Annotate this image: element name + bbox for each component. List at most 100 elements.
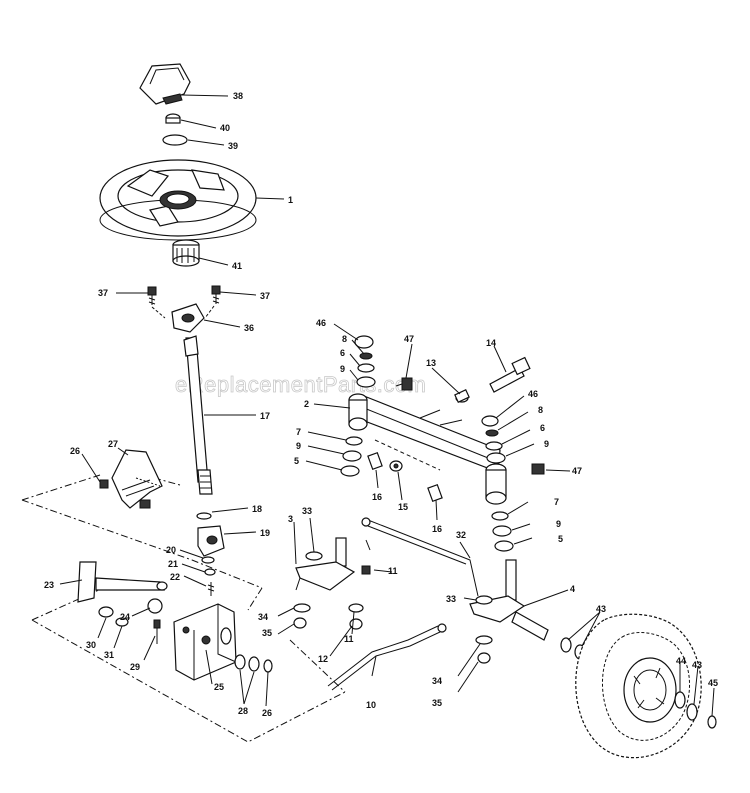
callout-47-right: 47 (572, 466, 582, 476)
callout-35-right: 35 (432, 698, 442, 708)
screw-22 (207, 582, 215, 596)
spacer-16-left (367, 451, 383, 471)
callout-2: 2 (304, 399, 309, 409)
washer-6-right (485, 441, 503, 451)
callout-44: 44 (676, 656, 686, 666)
callout-8-right: 8 (538, 405, 543, 415)
spacer-16-right (427, 483, 443, 503)
cap-46-right (481, 415, 499, 427)
bracket-23 (77, 561, 168, 603)
callout-9d-right: 9 (556, 519, 561, 529)
subassembly-frame (21, 469, 346, 743)
callout-9-left: 9 (340, 364, 345, 374)
callout-35-left: 35 (262, 628, 272, 638)
callout-12: 12 (318, 654, 328, 664)
front-wheel-tire (575, 613, 702, 759)
callout-46-left: 46 (316, 318, 326, 328)
callout-15: 15 (398, 502, 408, 512)
callout-7-left: 7 (296, 427, 301, 437)
plate-25 (173, 603, 237, 681)
bolt-11-top (361, 565, 371, 575)
washers-28 (234, 654, 260, 672)
callout-34-right: 34 (432, 676, 442, 686)
callout-36: 36 (244, 323, 254, 333)
steering-wheel-1 (99, 159, 257, 241)
sector-gear-27 (111, 449, 163, 509)
callout-4: 4 (570, 584, 575, 594)
washer-43-a (560, 637, 572, 653)
washer-9-right (486, 452, 506, 464)
washer-7-right (491, 511, 509, 521)
spacer-13 (454, 389, 470, 403)
washer-9b-left (342, 450, 362, 462)
callout-10: 10 (366, 700, 376, 710)
bushing-41 (172, 239, 200, 267)
callout-27: 27 (108, 439, 118, 449)
fitting-26-top (99, 479, 109, 489)
fitting-47-left (395, 377, 413, 391)
callout-labels: 38 40 39 1 41 37 37 36 17 27 26 18 19 20… (44, 91, 718, 718)
washer-7-left (345, 436, 363, 446)
callout-16-right: 16 (432, 524, 442, 534)
bolt-14 (489, 356, 531, 393)
callout-26-bottom: 26 (262, 708, 272, 718)
steering-shaft-17 (183, 335, 213, 495)
callout-6-left: 6 (340, 348, 345, 358)
washer-33-left (305, 551, 323, 561)
tie-rod-32 (361, 517, 479, 597)
callout-24: 24 (120, 612, 130, 622)
callout-23: 23 (44, 580, 54, 590)
washer-30 (98, 606, 114, 618)
nut-15 (389, 460, 403, 472)
bushing-24 (147, 598, 163, 614)
leader-lines (59, 94, 715, 717)
bearing-5-right (494, 540, 514, 552)
callout-21: 21 (168, 559, 178, 569)
callout-41: 41 (232, 261, 242, 271)
callout-47-left: 47 (404, 334, 414, 344)
pinion-19 (197, 525, 225, 557)
callout-40: 40 (220, 123, 230, 133)
drag-link-10 (327, 623, 447, 691)
nut-12 (349, 618, 363, 630)
washer-21 (204, 568, 216, 576)
cap-46-left (354, 335, 374, 349)
washer-11-bottom (348, 603, 364, 613)
spindle-3 (295, 537, 356, 591)
callout-7-right: 7 (554, 497, 559, 507)
callout-32: 32 (456, 530, 466, 540)
callout-26-top: 26 (70, 446, 80, 456)
washer-20 (201, 556, 215, 564)
cap-45 (707, 715, 717, 729)
callout-37-right: 37 (260, 291, 270, 301)
washer-39 (162, 134, 188, 146)
callout-45: 45 (708, 678, 718, 688)
bearing-5-left (340, 465, 360, 477)
washer-6-left (357, 363, 375, 373)
washer-33-right (475, 595, 493, 605)
callout-38: 38 (233, 91, 243, 101)
callout-18: 18 (252, 504, 262, 514)
callout-20: 20 (166, 545, 176, 555)
callout-34-left: 34 (258, 612, 268, 622)
callout-28: 28 (238, 706, 248, 716)
callout-9c-right: 9 (544, 439, 549, 449)
washer-18 (196, 512, 212, 520)
callout-30: 30 (86, 640, 96, 650)
callout-33-right: 33 (446, 594, 456, 604)
callout-22: 22 (170, 572, 180, 582)
callout-5-left: 5 (294, 456, 299, 466)
callout-11-bottom: 11 (344, 634, 354, 644)
nut-35-left (293, 617, 307, 629)
hub-36 (171, 303, 205, 333)
callout-3: 3 (288, 514, 293, 524)
fitting-47-right (531, 463, 545, 475)
axle-beam-2 (348, 393, 507, 505)
bolt-29 (153, 619, 161, 644)
clip-8-left (359, 352, 373, 360)
callout-5-right: 5 (558, 534, 563, 544)
callout-11-top: 11 (388, 566, 398, 576)
callout-19: 19 (260, 528, 270, 538)
callout-33-left: 33 (302, 506, 312, 516)
